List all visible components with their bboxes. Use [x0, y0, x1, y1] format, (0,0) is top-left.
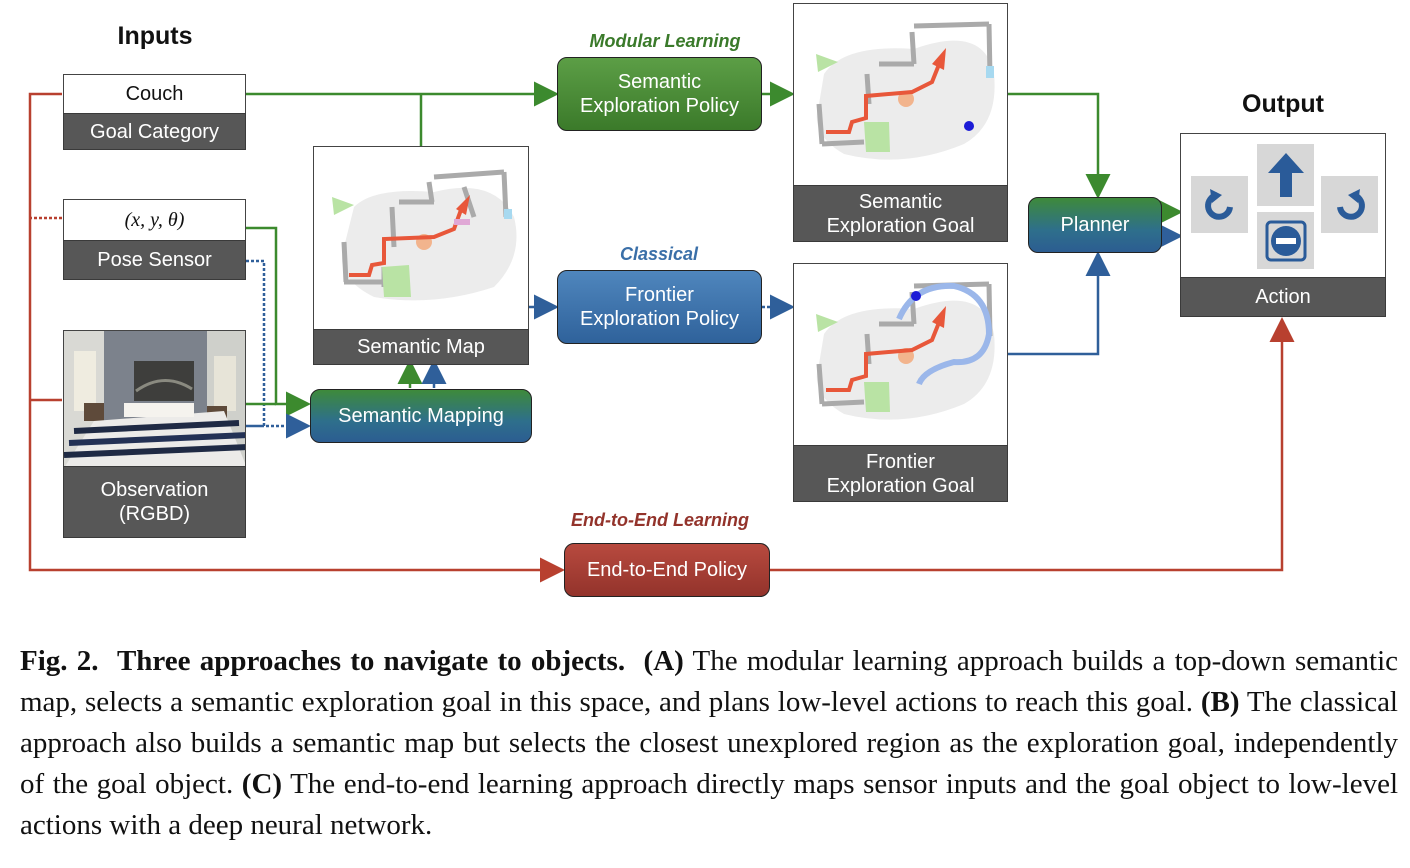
goal-value: Couch: [63, 74, 246, 114]
caption-b-tag: (B): [1200, 686, 1240, 718]
observation-label-line2: (RGBD): [118, 503, 191, 525]
action-panel: [1180, 133, 1386, 278]
caption-fig-label: Fig. 2.: [20, 645, 99, 677]
turn-right-icon: [1321, 176, 1378, 233]
observation-image: [63, 330, 246, 467]
output-heading: Output: [1242, 90, 1324, 118]
caption-b-text: The classical approach also builds a sem…: [20, 686, 1398, 800]
goal-category-label: Goal Category: [63, 113, 246, 150]
semantic-map-label: Semantic Map: [313, 329, 529, 365]
semantic-exploration-policy: Semantic Exploration Policy: [557, 57, 762, 131]
inputs-heading: Inputs: [117, 22, 193, 50]
frontier-policy-line1: Frontier: [625, 284, 694, 306]
stop-icon: [1257, 212, 1314, 269]
semantic-goal-image: [793, 3, 1008, 186]
figure-caption: Fig. 2. Three approaches to navigate to …: [20, 641, 1398, 846]
caption-c-text: The end-to-end learning approach directl…: [20, 768, 1399, 841]
pose-value: (x, y, θ): [63, 199, 246, 241]
caption-c-tag: (C): [241, 768, 283, 800]
forward-arrow-icon: [1257, 144, 1314, 206]
frontier-exploration-policy: Frontier Exploration Policy: [557, 270, 762, 344]
semantic-goal-label: Semantic Exploration Goal: [793, 185, 1008, 242]
frontier-goal-line2: Exploration Goal: [826, 474, 975, 497]
caption-a-text: The modular learning approach builds a t…: [20, 645, 1399, 718]
caption-title: Three approaches to navigate to objects.: [116, 645, 626, 677]
frontier-policy-line2: Exploration Policy: [580, 308, 739, 330]
semantic-goal-line2: Exploration Goal: [826, 214, 975, 237]
observation-label: Observation (RGBD): [63, 466, 246, 538]
caption-a-tag: (A): [643, 645, 684, 677]
planner-module: Planner: [1028, 197, 1162, 253]
pose-sensor-label: Pose Sensor: [63, 240, 246, 280]
frontier-goal-image: [793, 263, 1008, 446]
end-to-end-learning-label: End-to-End Learning: [571, 510, 749, 530]
frontier-goal-label: Frontier Exploration Goal: [793, 445, 1008, 502]
frontier-goal-line1: Frontier: [866, 450, 935, 473]
modular-learning-label: Modular Learning: [589, 31, 741, 51]
semantic-goal-line1: Semantic: [858, 190, 943, 213]
end-to-end-policy: End-to-End Policy: [564, 543, 770, 597]
semantic-policy-line2: Exploration Policy: [580, 95, 739, 117]
observation-label-line1: Observation: [100, 479, 209, 501]
turn-left-icon: [1191, 176, 1248, 233]
semantic-policy-line1: Semantic: [617, 71, 702, 93]
classical-label: Classical: [619, 244, 699, 264]
semantic-mapping-module: Semantic Mapping: [310, 389, 532, 443]
action-label: Action: [1180, 277, 1386, 317]
semantic-map-image: [313, 146, 529, 330]
